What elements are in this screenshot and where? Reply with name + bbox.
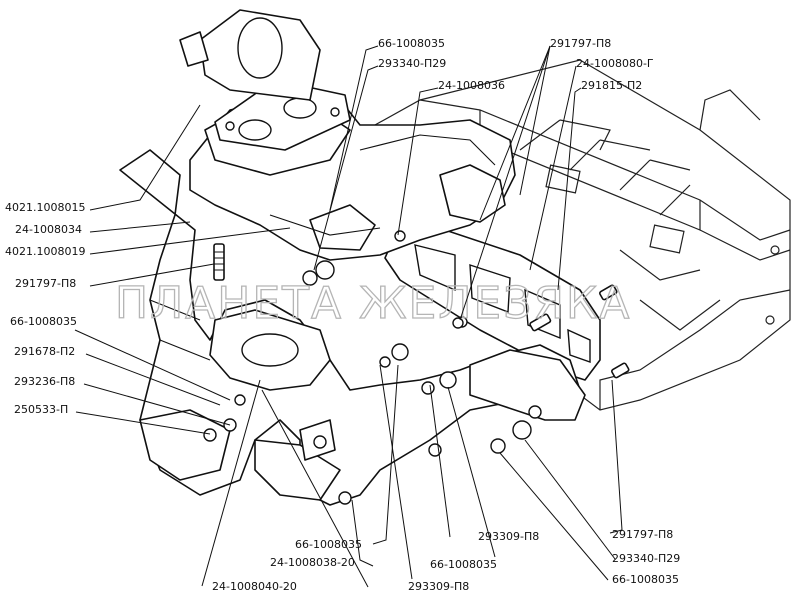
carburetor-body [179, 9, 321, 101]
intake-manifold [189, 79, 516, 261]
label-l2: 291797-П8 [550, 37, 611, 50]
label-l1: 66-1008035 [378, 37, 445, 50]
label-l14: 250533-П [14, 403, 68, 416]
label-l12: 291678-П2 [14, 345, 75, 358]
label-l5: 24-1008036 [438, 79, 505, 92]
label-l17: 24-1008040-20 [212, 580, 297, 593]
label-l13: 293236-П8 [14, 375, 75, 388]
label-l21: 291797-П8 [612, 528, 673, 541]
label-l9: 4021.1008019 [5, 245, 85, 258]
label-l3: 293340-П29 [378, 57, 446, 70]
watermark-text: ПЛАНЕТА ЖЕЛЕЗЯКА [115, 278, 631, 329]
label-l19: 66-1008035 [430, 558, 497, 571]
label-l22: 293340-П29 [612, 552, 680, 565]
part-labels: 66-1008035 291797-П8 293340-П29 24-10080… [5, 37, 680, 593]
label-l10: 291797-П8 [15, 277, 76, 290]
label-l15: 66-1008035 [295, 538, 362, 551]
label-l18: 293309-П8 [408, 580, 469, 593]
leader-lines [74, 45, 623, 588]
label-l11: 66-1008035 [10, 315, 77, 328]
label-l20: 293309-П8 [478, 530, 539, 543]
exhaust-manifold [119, 149, 586, 506]
fasteners [203, 230, 630, 505]
label-l8: 24-1008034 [15, 223, 82, 236]
label-l7: 4021.1008015 [5, 201, 85, 214]
label-l4: 24-1008080-Г [576, 57, 654, 70]
label-l23: 66-1008035 [612, 573, 679, 586]
label-l16: 24-1008038-20 [270, 556, 355, 569]
label-l6: 291815-П2 [581, 79, 642, 92]
